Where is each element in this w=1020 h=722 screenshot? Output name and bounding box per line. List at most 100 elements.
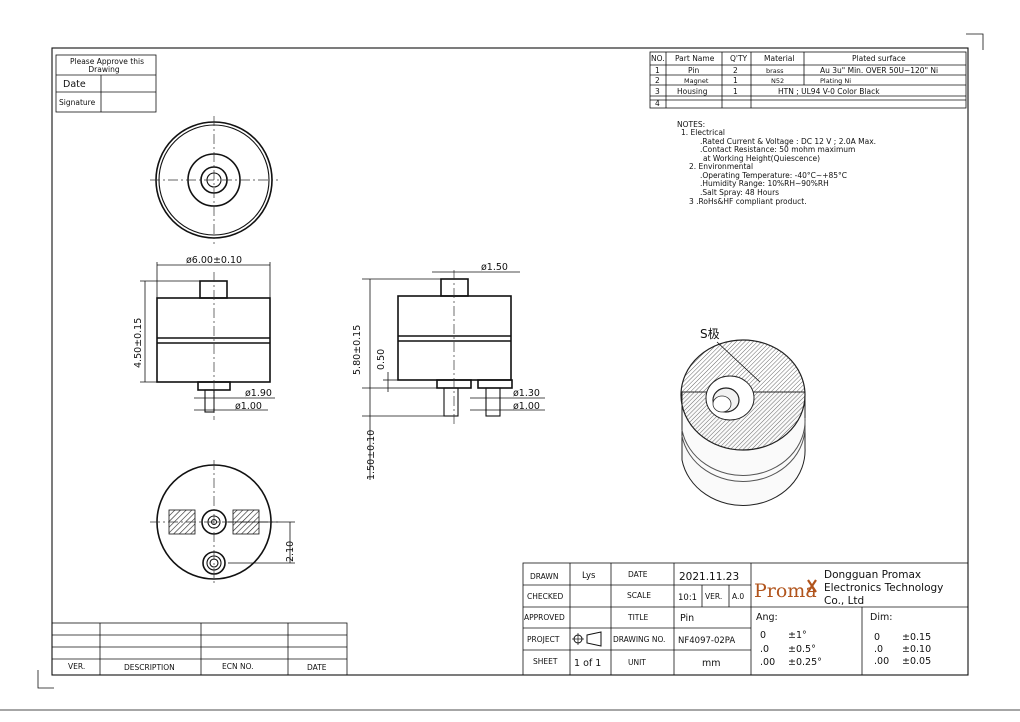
notes-line-1: 1. Electrical (681, 128, 725, 137)
approval-drawing: Drawing (88, 65, 119, 74)
dim-height: 4.50±0.15 (133, 318, 144, 368)
tb-scale-value: 10:1 (678, 593, 697, 603)
bom-row3-qty: 1 (733, 87, 738, 96)
tb-ang-row1-val: ±1° (788, 630, 807, 641)
tb-ver-value: A.0 (732, 592, 744, 601)
front-view: ø6.00±0.10 4.50±0.15 ø1.90 ø1.00 (133, 255, 275, 420)
tb-dim-row1-key: 0 (874, 632, 880, 643)
tb-ang-label: Ang: (756, 612, 778, 623)
dim-offset: 2.10 (285, 541, 296, 562)
drawing-border (51, 47, 969, 676)
dim-step: 0.50 (376, 349, 387, 370)
logo-text: Proma (754, 580, 817, 602)
tb-ang-row2-key: .0 (760, 644, 769, 655)
bom-header-plating: Plated surface (852, 54, 906, 63)
bom-row1-part: Pin (688, 66, 699, 75)
tb-title-value: Pin (680, 613, 694, 624)
bom-row3-part: Housing (677, 87, 708, 96)
tb-ang-row1-key: 0 (760, 630, 766, 641)
tb-drawing-no-label: DRAWING NO. (613, 635, 665, 644)
company-logo: Proma (754, 579, 817, 602)
tb-company-2: Electronics Technology (824, 582, 943, 594)
top-view (150, 116, 278, 244)
tb-company-3: Co., Ltd (824, 595, 864, 607)
dim-side-dia-1: ø1.30 (513, 388, 540, 399)
tb-drawn-value: Lys (582, 571, 596, 581)
notes-title: NOTES: (677, 120, 705, 129)
tb-approved-label: APPROVED (524, 613, 565, 622)
tb-dim-label: Dim: (870, 612, 892, 623)
notes-line-2: .Rated Current & Voltage : DC 12 V ; 2.0… (700, 137, 876, 146)
tb-dim-row3-key: .00 (874, 656, 889, 667)
tb-drawing-no-value: NF4097-02PA (678, 636, 735, 646)
bom-row3-material: HTN ; UL94 V-0 Color Black (778, 87, 880, 96)
bom-row2-no: 2 (655, 76, 660, 85)
tb-ver-label: VER. (705, 592, 722, 601)
approval-date-label: Date (63, 79, 86, 90)
tb-dim-row1-val: ±0.15 (902, 632, 931, 643)
approval-signature-label: Signature (59, 98, 96, 107)
dim-pin-dia: ø1.00 (235, 401, 262, 412)
tb-sheet-label: SHEET (533, 657, 558, 666)
title-block: DRAWN Lys CHECKED APPROVED PROJECT SHEET… (522, 562, 969, 676)
tb-title-label: TITLE (627, 613, 649, 622)
side-view: ø1.50 5.80±0.15 0.50 1.50±0.10 ø1.30 ø1.… (352, 262, 545, 480)
bom-row4-no: 4 (655, 99, 660, 108)
tb-ang-row3-key: .00 (760, 657, 775, 668)
bom-table: NO. Part Name Q'TY Material Plated surfa… (649, 51, 967, 109)
logo-x-icon (807, 579, 817, 593)
revision-block: VER. DESCRIPTION ECN NO. DATE (51, 622, 348, 676)
projection-symbol-icon (572, 631, 602, 647)
dim-pin-length: 1.50±0.10 (366, 430, 377, 480)
corner-mark-top-right (966, 33, 984, 50)
bom-row3-no: 3 (655, 87, 660, 96)
dim-outer-dia: ø6.00±0.10 (186, 255, 242, 266)
notes-line-7: .Humidity Range: 10%RH~90%RH (700, 179, 829, 188)
bom-header-no: NO. (651, 54, 665, 63)
tb-company-1: Dongguan Promax (824, 569, 921, 581)
bom-header-part: Part Name (675, 54, 715, 63)
notes-line-5: 2. Environmental (689, 162, 753, 171)
notes-line-6: .Operating Temperature: -40°C~+85°C (700, 171, 847, 180)
notes-line-8: .Salt Spray: 48 Hours (700, 188, 779, 197)
tb-dim-row2-key: .0 (874, 644, 883, 655)
tb-sheet-value: 1 of 1 (574, 658, 601, 669)
tb-ang-row2-val: ±0.5° (788, 644, 816, 655)
dim-pin-step-dia: ø1.90 (245, 388, 272, 399)
bom-row2-qty: 1 (733, 76, 738, 85)
dim-side-pin-dia: ø1.50 (481, 262, 508, 273)
dim-total-height: 5.80±0.15 (352, 325, 363, 375)
tb-checked-label: CHECKED (527, 592, 564, 601)
bom-row1-plating: Au 3u" Min. OVER 50U~120" Ni (820, 66, 938, 75)
tb-unit-label: UNIT (628, 658, 646, 667)
rev-header-description: DESCRIPTION (124, 663, 175, 672)
bom-row2-material: N52 (771, 77, 784, 85)
notes-line-4: at Working Height(Quiescence) (703, 154, 820, 163)
bottom-view: 2.10 (150, 460, 296, 585)
rev-header-ver: VER. (68, 662, 85, 671)
tb-drawn-label: DRAWN (530, 572, 558, 581)
tb-scale-label: SCALE (627, 591, 651, 600)
tb-project-label: PROJECT (527, 635, 560, 644)
approval-box: Please Approve this Drawing Date Signatu… (55, 54, 157, 113)
bom-row1-qty: 2 (733, 66, 738, 75)
isometric-view: S极 (680, 327, 806, 506)
rev-header-ecn: ECN NO. (222, 662, 254, 671)
notes-line-3: .Contact Resistance: 50 mohm maximum (700, 145, 855, 154)
tb-ang-row3-val: ±0.25° (788, 657, 822, 668)
notes-line-9: 3 .RoHs&HF compliant product. (689, 197, 807, 206)
dim-side-dia-2: ø1.00 (513, 401, 540, 412)
bom-header-material: Material (764, 54, 794, 63)
iso-s-pole-label: S极 (700, 327, 720, 341)
bom-row2-part: Magnet (684, 77, 709, 85)
bom-header-qty: Q'TY (730, 54, 748, 63)
tb-dim-row2-val: ±0.10 (902, 644, 931, 655)
tb-dim-row3-val: ±0.05 (902, 656, 931, 667)
bom-row1-no: 1 (655, 66, 660, 75)
approval-please-approve: Please Approve this (70, 57, 144, 66)
rev-header-date: DATE (307, 663, 327, 672)
corner-mark-bottom-left (37, 670, 54, 689)
bom-row1-material: brass (766, 67, 784, 75)
bom-row2-plating: Plating Ni (820, 77, 851, 85)
